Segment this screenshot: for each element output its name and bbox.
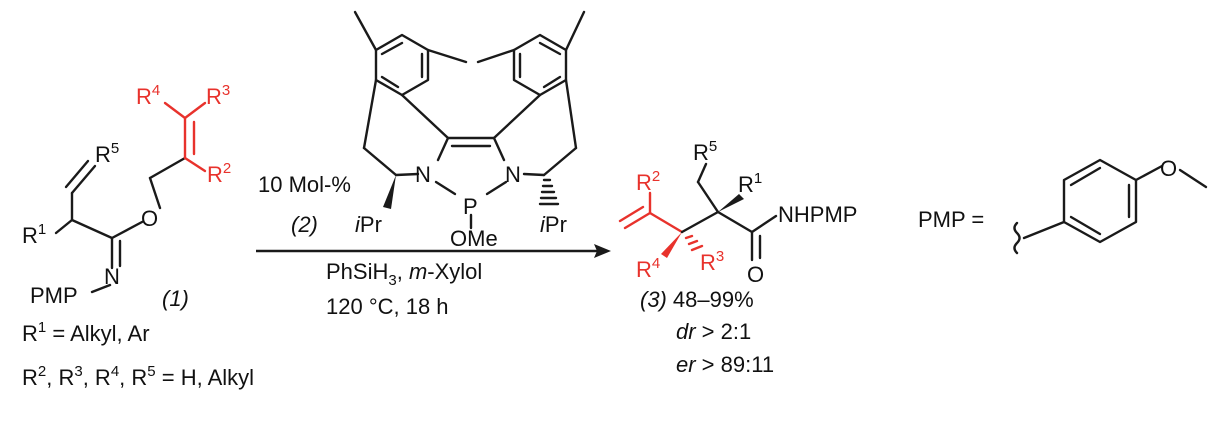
- product-r4-label: R4: [636, 255, 660, 282]
- bond: [394, 172, 420, 177]
- oxygen-label: O: [141, 206, 158, 231]
- alkene-bond-highlight: [623, 211, 652, 230]
- catalyst-number: (2): [291, 212, 318, 237]
- product-number-yield: (3)48–99%: [640, 287, 754, 312]
- bond: [718, 194, 744, 212]
- catalyst-phosphorus: P: [463, 194, 478, 219]
- r2-label: R2: [207, 160, 231, 187]
- diastereomeric-ratio: dr > 2:1: [676, 319, 751, 344]
- r2-r5-definition: R2, R3, R4, R5 = H, Alkyl: [22, 363, 254, 390]
- bond: [353, 10, 378, 52]
- bond: [380, 41, 404, 56]
- bond: [492, 136, 506, 162]
- bond: [696, 162, 708, 184]
- bond: [400, 93, 450, 140]
- catalyst-nitrogen-left: N: [415, 162, 431, 187]
- r1-definition: R1 = Alkyl, Ar: [22, 319, 150, 346]
- catalyst-ipr-left: iPr: [355, 212, 382, 237]
- bond: [476, 48, 516, 64]
- alkene-bond-highlight: [183, 156, 207, 173]
- bond: [110, 220, 144, 240]
- nitrogen-label: N: [104, 264, 120, 289]
- bond: [90, 283, 112, 294]
- bond: [383, 175, 396, 209]
- bond: [362, 146, 398, 177]
- bond: [70, 218, 114, 240]
- bond: [716, 210, 754, 234]
- catalyst-methoxy: OMe: [450, 226, 498, 251]
- alkene-bond-highlight: [183, 101, 207, 120]
- bond: [680, 210, 720, 234]
- reactant-number: (1): [162, 286, 189, 311]
- bond: [436, 136, 450, 162]
- bond: [380, 75, 400, 89]
- bond: [485, 180, 508, 196]
- bond: [492, 93, 542, 140]
- r3-label: R3: [206, 82, 230, 109]
- bond: [148, 156, 187, 180]
- pmp-oxygen-label: O: [1160, 156, 1177, 181]
- catalyst-ipr-right: iPr: [540, 212, 567, 237]
- bond: [70, 164, 97, 195]
- bond: [684, 234, 704, 252]
- pmp-definition-label: PMP =: [918, 207, 984, 232]
- pmp-label: PMP: [30, 283, 78, 308]
- bond: [564, 78, 578, 150]
- bond: [1178, 168, 1208, 189]
- bond: [1069, 166, 1102, 187]
- bond: [1134, 164, 1164, 182]
- r1-label: R1: [22, 221, 46, 248]
- bond: [148, 176, 162, 210]
- pmp-definition: PMP = O: [918, 156, 1208, 255]
- product-amide-label: NHPMP: [778, 202, 857, 227]
- catalyst-structure: N N P OMe iPr iPr: [353, 10, 586, 251]
- reagent-conditions: PhSiH3, m-Xylol: [326, 259, 482, 289]
- reaction-arrow: [256, 244, 611, 258]
- bond: [362, 78, 378, 150]
- reactant-structure: R5 R4 R3 R2 R1 O N PMP: [22, 82, 231, 308]
- product-carbonyl-oxygen: O: [747, 262, 764, 287]
- bond: [564, 10, 586, 52]
- product-r2-label: R2: [636, 168, 660, 195]
- bond: [1069, 215, 1102, 236]
- bond: [522, 172, 546, 177]
- attachment-point-squiggle: [1013, 221, 1021, 255]
- bond: [661, 232, 682, 258]
- bond: [1022, 220, 1066, 240]
- r4-label: R4: [136, 82, 160, 109]
- enantiomeric-ratio: er > 89:11: [676, 352, 774, 377]
- catalyst-loading: 10 Mol-%: [258, 172, 351, 197]
- r5-label: R5: [95, 140, 119, 167]
- alkene-bond-highlight: [648, 211, 684, 234]
- alkene-bond-highlight: [618, 205, 645, 223]
- bond: [434, 180, 457, 196]
- bond: [538, 178, 560, 206]
- product-r3-label: R3: [700, 248, 724, 275]
- reaction-arrow-head: [594, 244, 611, 258]
- bond: [542, 146, 578, 177]
- product-r1-label: R1: [738, 170, 762, 197]
- bond: [1062, 158, 1138, 244]
- bond: [542, 75, 562, 89]
- catalyst-nitrogen-right: N: [505, 162, 521, 187]
- bond: [54, 218, 74, 235]
- alkene-bond-highlight: [163, 101, 187, 120]
- product-r5-label: R5: [693, 138, 717, 165]
- temperature-time: 120 °C, 18 h: [326, 294, 449, 319]
- bond: [696, 180, 720, 214]
- bond: [538, 41, 562, 56]
- bond: [750, 214, 778, 234]
- bond: [426, 48, 468, 64]
- product-structure: R5 R2 R1 R4 R3 NHPMP O: [618, 138, 857, 287]
- bond: [64, 159, 90, 189]
